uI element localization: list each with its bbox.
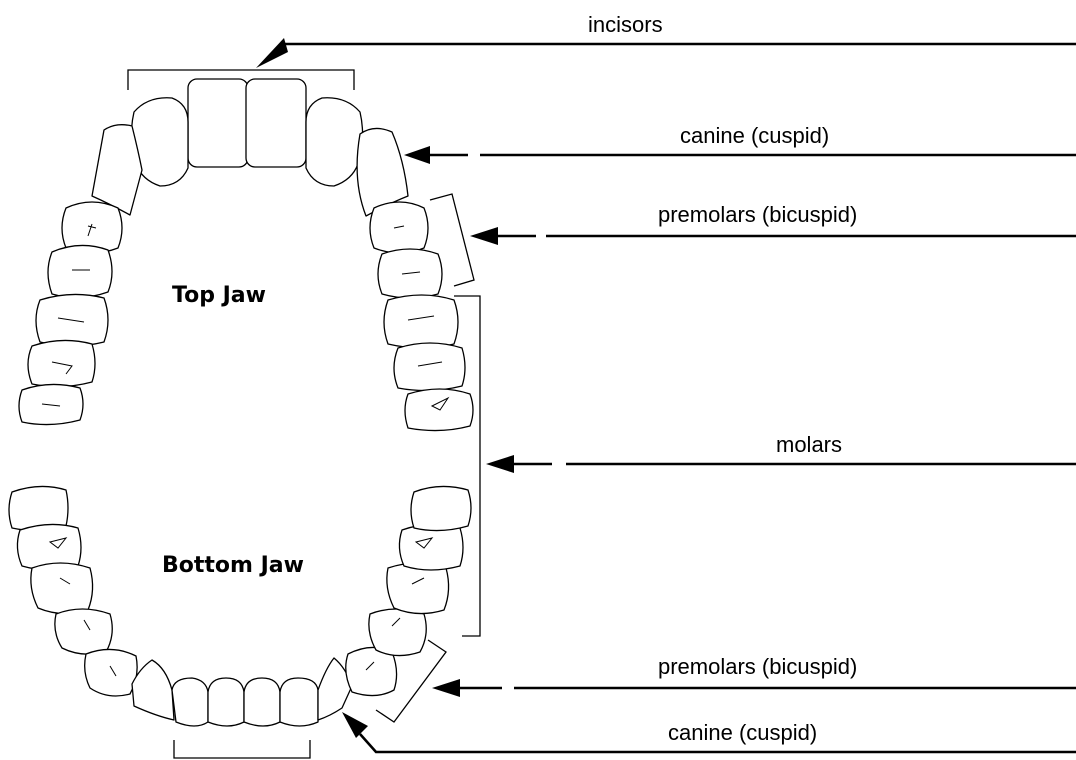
incisors-label: incisors — [588, 12, 663, 37]
incisors-arrowhead — [256, 38, 288, 68]
top-jaw-label: Top Jaw — [172, 283, 266, 308]
bottom-molar-1-left — [31, 563, 93, 614]
top-lateral-incisor-right — [306, 98, 363, 186]
canine-top-label: canine (cuspid) — [680, 123, 829, 148]
top-canine-left — [92, 125, 142, 215]
molars-arrowhead — [486, 455, 514, 473]
bottom-premolar-1-left — [85, 649, 137, 696]
canine-top-arrowhead — [404, 146, 430, 164]
top-jaw — [19, 79, 473, 431]
bottom-molar-3-left — [9, 486, 68, 530]
bottom-canine-left — [132, 660, 174, 720]
top-molar-2-right — [394, 343, 465, 391]
canine-bottom-arrowhead — [342, 712, 368, 738]
bottom-incisor-central-left — [208, 678, 244, 726]
premolars-bottom-label: premolars (bicuspid) — [658, 654, 857, 679]
bottom-incisor-lateral-right — [280, 678, 318, 726]
top-molar-1-right — [384, 295, 458, 348]
bottom-incisor-central-right — [244, 678, 280, 726]
bottom-incisors-bracket — [174, 740, 310, 758]
bottom-incisor-lateral-left — [172, 678, 208, 726]
bottom-molar-3-right — [411, 486, 471, 530]
premolars-bottom-arrowhead — [432, 679, 460, 697]
top-premolar-2-left — [48, 245, 112, 297]
bottom-premolar-2-left — [55, 609, 112, 654]
premolars-top-arrowhead — [470, 227, 498, 245]
top-incisor-right — [246, 79, 306, 167]
top-incisor-left — [188, 79, 248, 167]
canine-bottom-label: canine (cuspid) — [668, 720, 817, 745]
bottom-molar-2-right — [399, 524, 463, 570]
bottom-jaw — [9, 486, 471, 726]
bottom-molar-1-right — [387, 563, 449, 614]
molars-label: molars — [776, 432, 842, 457]
premolars-top-label: premolars (bicuspid) — [658, 202, 857, 227]
bottom-premolar-2-right — [369, 609, 426, 656]
bottom-jaw-label: Bottom Jaw — [162, 553, 304, 578]
